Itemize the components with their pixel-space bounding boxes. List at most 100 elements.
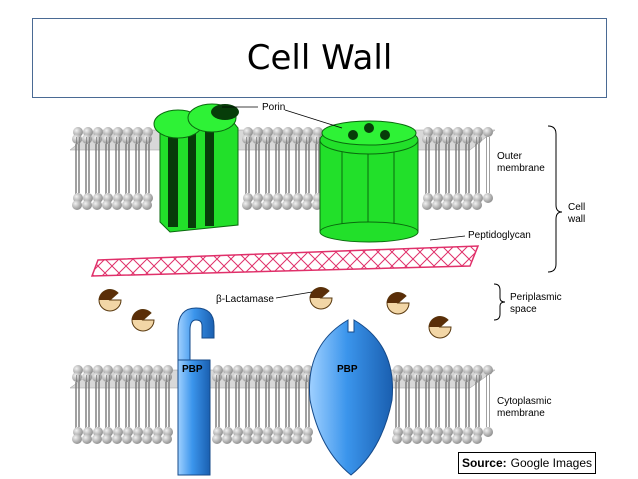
porin-label: Porin — [262, 102, 285, 113]
slide-title: Cell Wall — [246, 38, 393, 78]
lipid-head — [72, 372, 82, 382]
lipid-head — [152, 372, 162, 382]
lipid-head — [92, 200, 102, 210]
braces — [493, 125, 563, 321]
lipid-head — [132, 372, 142, 382]
lipid-head — [472, 372, 482, 382]
pbp-right-label: PBP — [337, 364, 358, 375]
cytoplasmic-membrane-label-1: Cytoplasmic — [497, 396, 551, 407]
lipid-head — [262, 434, 272, 444]
lipid-head — [292, 200, 302, 210]
lipid-head — [452, 372, 462, 382]
cytoplasmic-membrane — [69, 365, 496, 444]
lipid-head — [392, 372, 402, 382]
lipid-head — [72, 200, 82, 210]
lipid-head — [252, 134, 262, 144]
lipid-head — [82, 200, 92, 210]
lipid-head — [112, 372, 122, 382]
lipid-head — [282, 434, 292, 444]
porin-trimer — [319, 120, 419, 243]
lipid-head — [462, 134, 472, 144]
lipid-head — [122, 200, 132, 210]
cell-wall-label-2: wall — [567, 214, 585, 225]
lipid-head — [272, 434, 282, 444]
lipid-head — [452, 200, 462, 210]
lipid-head — [272, 200, 282, 210]
lipid-head — [462, 434, 472, 444]
lipid-head — [472, 134, 482, 144]
lipid-head — [483, 193, 493, 203]
beta-lactamase-1 — [98, 289, 122, 312]
source-citation: Source: Google Images — [458, 452, 596, 474]
lipid-head — [222, 372, 232, 382]
lipid-head — [112, 200, 122, 210]
source-text: Google Images — [510, 456, 593, 470]
lipid-head — [442, 434, 452, 444]
beta-lactamase-molecules — [98, 287, 452, 339]
lipid-head — [92, 372, 102, 382]
lipid-head — [462, 200, 472, 210]
lipid-head — [442, 134, 452, 144]
lipid-head — [252, 372, 262, 382]
lipid-head — [292, 372, 302, 382]
lipid-head — [102, 372, 112, 382]
cytoplasmic-membrane-label-2: membrane — [497, 408, 545, 419]
lipid-head — [112, 134, 122, 144]
lipid-head — [302, 434, 312, 444]
periplasmic-space-label-2: space — [510, 304, 537, 315]
beta-lactamase-2 — [131, 309, 155, 332]
periplasmic-space-label-1: Periplasmic — [510, 292, 562, 303]
lipid-head — [232, 434, 242, 444]
lipid-head — [242, 200, 252, 210]
lipid-head — [442, 200, 452, 210]
peptidoglycan-layer — [90, 245, 480, 277]
lipid-head — [432, 434, 442, 444]
lipid-head — [132, 434, 142, 444]
title-box: Cell Wall — [32, 18, 607, 98]
lipid-head — [142, 200, 152, 210]
lipid-head — [232, 372, 242, 382]
lipid-head — [162, 434, 172, 444]
peptidoglycan-label: Peptidoglycan — [468, 230, 531, 241]
lipid-head — [132, 134, 142, 144]
lipid-head — [242, 134, 252, 144]
lipid-head — [392, 434, 402, 444]
lipid-head — [292, 434, 302, 444]
lipid-head — [422, 434, 432, 444]
lipid-head — [452, 134, 462, 144]
lipid-head — [262, 372, 272, 382]
lipid-head — [462, 372, 472, 382]
lipid-head — [122, 434, 132, 444]
lipid-head — [212, 372, 222, 382]
lipid-head — [212, 434, 222, 444]
lipid-head — [122, 134, 132, 144]
lipid-head — [432, 200, 442, 210]
lipid-head — [412, 434, 422, 444]
lipid-head — [132, 200, 142, 210]
lipid-head — [483, 127, 493, 137]
outer-membrane — [69, 127, 496, 210]
beta-lactamase-5 — [428, 316, 452, 339]
porin-channel — [153, 103, 239, 233]
lipid-head — [92, 434, 102, 444]
beta-lactamase-label: β-Lactamase — [216, 294, 274, 305]
lipid-head — [483, 427, 493, 437]
outer-membrane-label-2: membrane — [497, 163, 545, 174]
lipid-head — [72, 134, 82, 144]
lipid-head — [222, 434, 232, 444]
cell-wall-label-1: Cell — [568, 202, 585, 213]
lipid-head — [432, 372, 442, 382]
lipid-head — [82, 134, 92, 144]
lipid-head — [252, 434, 262, 444]
lipid-head — [252, 200, 262, 210]
lipid-head — [262, 200, 272, 210]
lipid-head — [402, 372, 412, 382]
lipid-head — [242, 434, 252, 444]
lipid-head — [412, 372, 422, 382]
beta-lactamase-4 — [386, 292, 410, 315]
lipid-head — [402, 434, 412, 444]
lipid-head — [282, 200, 292, 210]
lipid-head — [122, 372, 132, 382]
lipid-head — [422, 134, 432, 144]
